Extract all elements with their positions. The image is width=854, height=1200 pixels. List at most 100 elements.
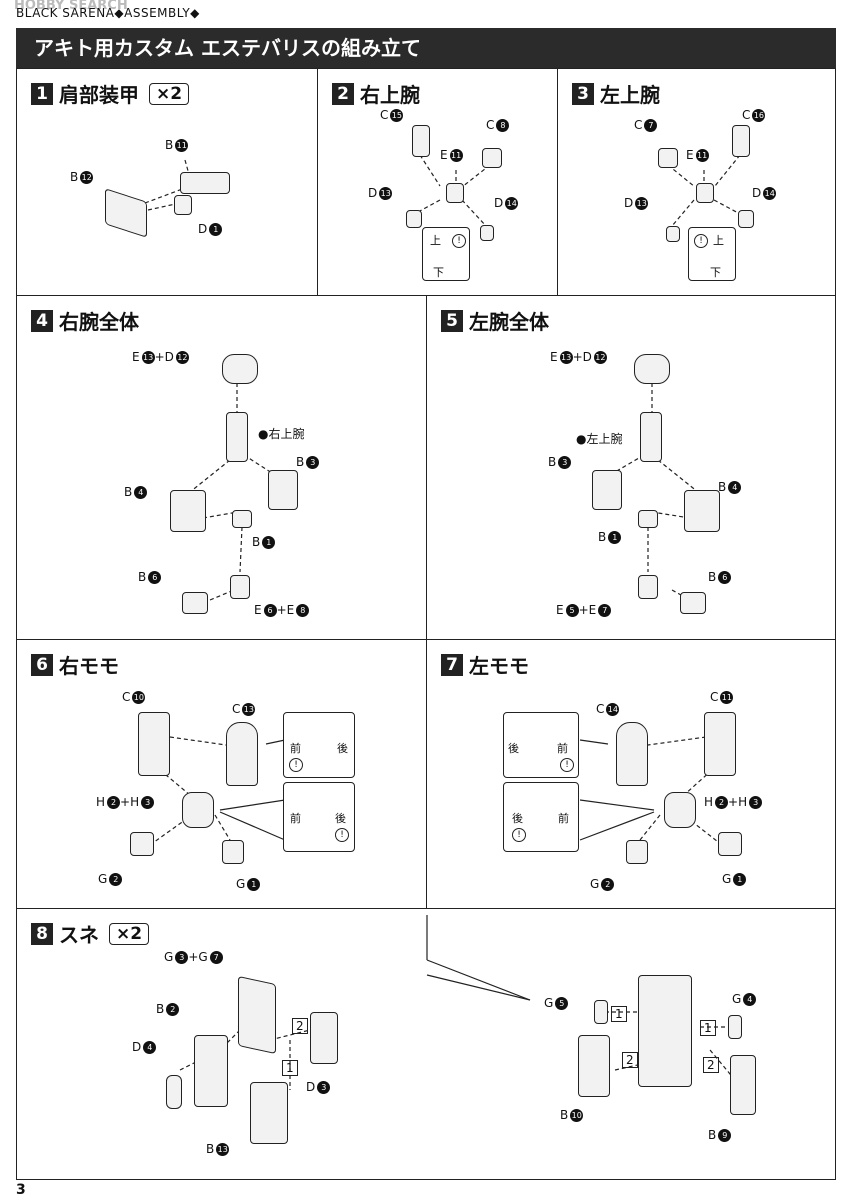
step-marker-2: 2	[292, 1018, 308, 1034]
step-number: 5	[441, 309, 463, 332]
step-marker-1: 1	[611, 1006, 627, 1022]
step-number: 3	[572, 82, 594, 105]
warning-icon: !	[694, 234, 708, 248]
inset-label-front: 前	[290, 812, 301, 825]
part-thigh-front	[616, 722, 648, 786]
part-shin-side-r	[730, 1055, 756, 1115]
inset-label-front: 前	[557, 742, 568, 755]
step-marker-1: 1	[700, 1020, 716, 1036]
part-forearm-inner	[268, 470, 298, 510]
part-thigh-clip-r	[222, 840, 244, 864]
part-label: ●左上腕	[576, 432, 623, 446]
part-upper-arm	[732, 125, 750, 157]
step-number: 6	[31, 653, 53, 676]
part-upper-arm-assembly	[226, 412, 248, 462]
step-number: 4	[31, 309, 53, 332]
part-thigh-clip-r	[718, 832, 742, 856]
warning-icon: !	[560, 758, 574, 772]
inset-label-up: 上	[713, 234, 724, 247]
part-shoulder-armor-inner	[180, 172, 230, 194]
part-hand	[230, 575, 250, 599]
panel-2: 2 右上腕	[317, 68, 558, 296]
page-header: BLACK SARENA◆ASSEMBLY◆	[16, 6, 200, 20]
part-forearm-outer	[170, 490, 206, 532]
step-title: 左腕全体	[469, 310, 549, 334]
part-ankle-joint	[310, 1012, 338, 1064]
part-elbow-r	[480, 225, 494, 241]
part-thigh-outer	[138, 712, 170, 776]
part-shin-front	[194, 1035, 228, 1107]
part-hand-guard	[680, 592, 706, 614]
part-label: ●右上腕	[258, 427, 305, 441]
warning-icon: !	[452, 234, 466, 248]
part-shin-rear	[250, 1082, 288, 1144]
inset-label-back: 後	[512, 812, 523, 825]
part-shin-frame	[238, 975, 276, 1055]
part-upper-arm-core	[696, 183, 714, 203]
part-elbow-r	[738, 210, 754, 228]
multiplier-badge: ×2	[149, 82, 190, 105]
inset-label-front: 前	[558, 812, 569, 825]
part-thigh-clip-l	[130, 832, 154, 856]
part-elbow-l	[666, 226, 680, 242]
part-elbow-l	[406, 210, 422, 228]
part-upper-arm-cap	[482, 148, 502, 168]
step-title: 左モモ	[469, 654, 529, 678]
inset-label-down: 下	[433, 266, 444, 279]
step-title: 左上腕	[600, 83, 660, 107]
step-number: 1	[31, 82, 53, 105]
multiplier-badge: ×2	[109, 922, 150, 945]
panel-8: 8 スネ ×2	[16, 908, 836, 1180]
part-shoulder-cylinder	[634, 354, 670, 384]
part-upper-arm-core	[446, 183, 464, 203]
inset-label-up: 上	[430, 234, 441, 247]
step-marker-2: 2	[622, 1052, 638, 1068]
step-number: 8	[31, 922, 53, 945]
part-shoulder-joint	[174, 195, 192, 215]
part-upper-arm-assembly	[640, 412, 662, 462]
part-upper-arm	[412, 125, 430, 157]
part-forearm-core	[638, 510, 658, 528]
part-forearm-core	[232, 510, 252, 528]
part-hip-joint	[182, 792, 214, 828]
page-title: アキト用カスタム エステバリスの組み立て	[16, 28, 836, 68]
step-title: 右モモ	[59, 654, 119, 678]
page-number: 3	[16, 1182, 26, 1198]
step-title: スネ	[59, 923, 99, 947]
part-shin-assembled	[638, 975, 692, 1087]
step-title: 右上腕	[360, 83, 420, 107]
warning-icon: !	[335, 828, 349, 842]
step-number: 2	[332, 82, 354, 105]
inset-label-back: 後	[335, 812, 346, 825]
part-forearm-inner	[592, 470, 622, 510]
